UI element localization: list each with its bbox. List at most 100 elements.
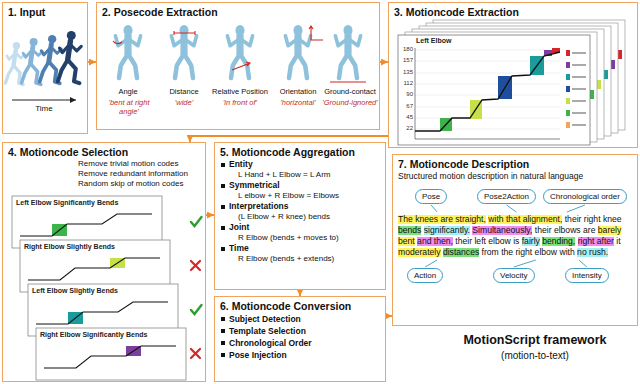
chart-stack xyxy=(572,124,586,126)
cross-mark xyxy=(191,261,200,270)
chart-stack xyxy=(611,60,615,69)
pose-figures xyxy=(115,25,140,78)
running-figures xyxy=(58,31,81,83)
tag-pill: Chronological order xyxy=(543,189,627,204)
axis-tick: 67 xyxy=(399,103,413,110)
chart-stack xyxy=(590,90,594,99)
panel-title: 3. Motioncode Extraction xyxy=(394,6,632,19)
chart-stack xyxy=(597,80,601,89)
chart-stack xyxy=(415,50,560,51)
selection-cards xyxy=(36,328,186,380)
stage-panel: 3. Motioncode Extraction xyxy=(388,2,638,148)
selection-cards xyxy=(36,302,168,324)
item-heading: Symmetrical xyxy=(220,180,380,191)
posecode-value: 'in front of' xyxy=(208,99,272,108)
figure-subtitle: (motion-to-text) xyxy=(440,350,630,362)
chart-stack xyxy=(415,95,560,96)
chart-stack xyxy=(566,86,570,92)
flow-arrow xyxy=(206,214,214,216)
stage-panel: 7. Motioncode DescriptionStructured moti… xyxy=(392,154,638,326)
item-heading: Interpretations xyxy=(220,201,380,212)
axis-tick: 22 xyxy=(399,125,413,132)
item-formula: R Elbow (bends + extends) xyxy=(220,254,380,264)
chart-stack xyxy=(572,64,586,66)
pill-label: Action xyxy=(414,270,436,281)
posecode-name: Orientation xyxy=(270,88,326,97)
panel-subtitle: Structured motion description in natural… xyxy=(398,171,632,182)
card-title: Right Elbow Significantly Bends xyxy=(40,331,180,339)
motion-description: The knees are straight, with that alignm… xyxy=(398,214,632,258)
item-heading: Time xyxy=(220,243,380,254)
panel-title: 5. Motioncode Aggregation xyxy=(220,146,380,159)
check-mark xyxy=(191,217,202,226)
chart-stack xyxy=(415,139,560,140)
card-title: Left Elbow Significantly Bends xyxy=(16,199,156,207)
axis-tick: 45 xyxy=(399,114,413,121)
chart-stack xyxy=(566,122,570,128)
pose-figures xyxy=(171,25,196,78)
pill-label: Pose xyxy=(422,191,440,202)
chart-stack xyxy=(572,52,586,54)
panel-title: 4. Motioncode Selection xyxy=(8,146,200,159)
selection-cards xyxy=(20,214,152,236)
chart-stack xyxy=(415,129,560,130)
chart-stack xyxy=(415,48,416,139)
item-formula: L Hand + L Elbow = L Arm xyxy=(220,170,380,180)
card-title: Left Elbow Slightly Bends xyxy=(32,287,172,295)
chart-stack xyxy=(566,62,570,68)
pill-label: Intensity xyxy=(572,270,602,281)
cross-mark xyxy=(191,349,200,358)
posecode-value: 'wide' xyxy=(159,99,209,108)
item-heading: Subject Detection xyxy=(220,313,380,325)
axis-tick: 157 xyxy=(399,57,413,64)
chart-stack xyxy=(415,107,560,108)
pose-figures xyxy=(335,25,360,78)
panel-title: 7. Motioncode Description xyxy=(398,158,632,171)
pose-figures xyxy=(227,25,252,78)
chart-stack xyxy=(398,20,625,145)
tag-pill: Pose2Action xyxy=(477,189,536,204)
stage-panel: 2. Posecode Extraction xyxy=(96,2,380,130)
panel-title: 2. Posecode Extraction xyxy=(102,6,374,19)
chart-stack xyxy=(566,98,570,104)
leader-lines xyxy=(514,260,536,267)
axis-label: Time xyxy=(28,104,60,113)
posecode-name: Angle xyxy=(103,88,153,97)
chart-stack xyxy=(566,110,570,116)
chart-stack xyxy=(415,84,560,85)
stage-panel: 4. Motioncode SelectionRemove trivial mo… xyxy=(2,142,206,382)
posecode-value: 'Ground-ignored' xyxy=(322,99,378,108)
pill-label: Velocity xyxy=(500,270,528,281)
pose-figures xyxy=(285,25,310,78)
axis-tick: 135 xyxy=(399,69,413,76)
posecode-name: Distance xyxy=(159,88,209,97)
position-mark xyxy=(232,62,250,70)
item-heading: Joint xyxy=(220,222,380,233)
axis-tick: 112 xyxy=(399,80,413,87)
posecode-value: 'horizontal' xyxy=(270,99,326,108)
chart-stack xyxy=(604,70,608,79)
item-formula: L elbow + R Elbow = Elbows xyxy=(220,191,380,201)
tag-pill: Intensity xyxy=(565,268,609,283)
chart-stack xyxy=(415,118,560,119)
step-note: Remove redundant information xyxy=(78,169,200,179)
flow-arrow xyxy=(380,61,388,63)
chart-stack xyxy=(566,74,570,80)
check-mark xyxy=(191,305,202,314)
item-formula: R Elbow (bends + moves to) xyxy=(220,233,380,243)
item-heading: Entity xyxy=(220,159,380,170)
leader-lines xyxy=(506,205,516,212)
chart-stack xyxy=(398,35,590,145)
selection-cards xyxy=(44,346,176,368)
leader-lines xyxy=(567,205,585,212)
posecode-name: Ground-contact xyxy=(320,88,380,97)
item-heading: Pose Injection xyxy=(220,349,380,361)
posecode-name: Relative Position xyxy=(202,88,278,97)
angle-mark xyxy=(113,41,122,44)
pill-label: Pose2Action xyxy=(484,191,529,202)
figure-title: MotionScript framework xyxy=(440,333,630,347)
chart-title: Left Elbow xyxy=(416,37,496,45)
tag-pill: Pose xyxy=(415,189,447,204)
leader-lines xyxy=(431,205,437,212)
selection-cards xyxy=(12,196,202,380)
